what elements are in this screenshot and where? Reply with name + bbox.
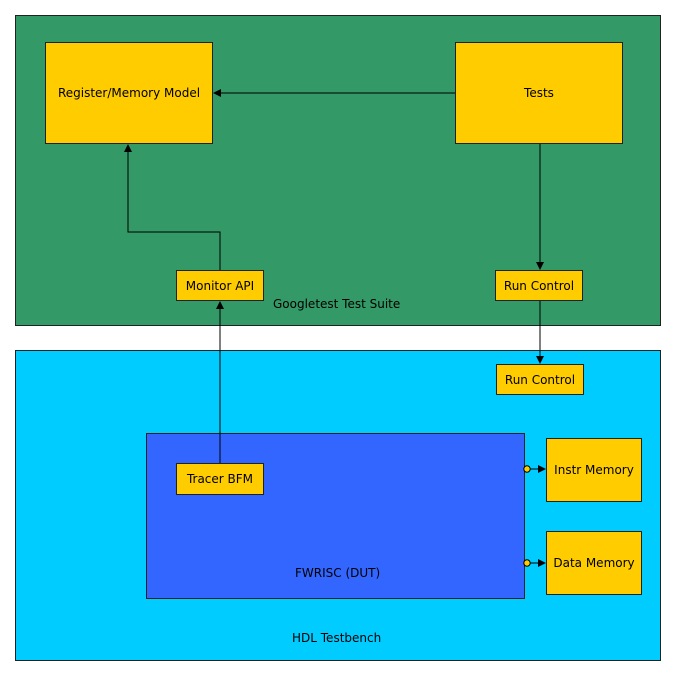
- dut-block: [146, 433, 525, 599]
- run-control-block-hdl: Run Control: [496, 364, 584, 395]
- dut-label: FWRISC (DUT): [295, 566, 381, 580]
- tracer-bfm-block: Tracer BFM: [176, 463, 264, 495]
- arrow-monitor-api-to-register-model: [124, 144, 221, 270]
- register-memory-model-block: Register/Memory Model: [45, 42, 213, 144]
- tests-block: Tests: [455, 42, 623, 144]
- instr-memory-block: Instr Memory: [546, 438, 642, 502]
- googletest-suite-label: Googletest Test Suite: [273, 297, 401, 311]
- data-port-icon: [523, 559, 531, 567]
- instr-port-icon: [523, 465, 531, 473]
- run-control-block-googletest: Run Control: [495, 270, 583, 301]
- data-memory-block: Data Memory: [546, 531, 642, 595]
- hdl-testbench-label: HDL Testbench: [292, 631, 382, 645]
- monitor-api-block: Monitor API: [176, 270, 264, 301]
